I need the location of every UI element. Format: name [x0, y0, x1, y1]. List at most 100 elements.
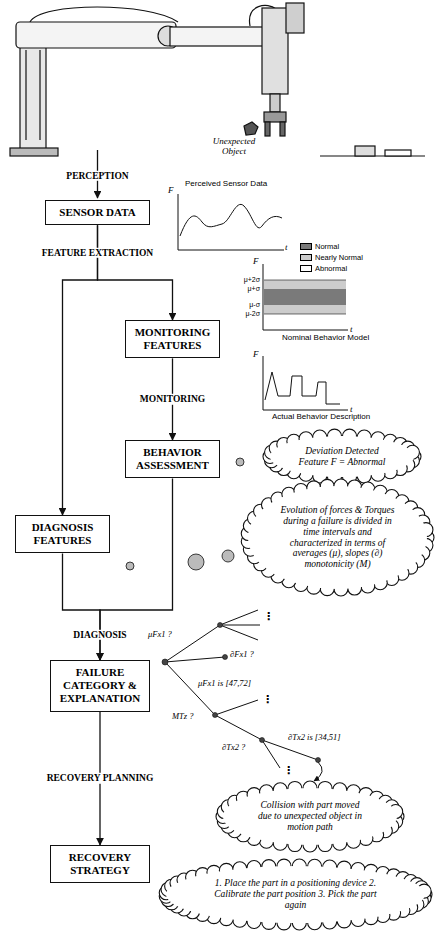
tree-arrow [314, 762, 322, 781]
cloud-fill [223, 788, 397, 845]
decision-tree [165, 610, 322, 781]
edge-label: RECOVERY PLANNING [45, 773, 156, 783]
legend-text: Nearly Normal [315, 254, 363, 262]
plot-axes [263, 264, 348, 330]
edge-label: FEATURE EXTRACTION [40, 247, 155, 257]
flow-connector [98, 225, 173, 320]
legend-text: Normal [315, 243, 339, 251]
node-text: SENSOR DATA [50, 206, 145, 219]
edge-label: DIAGNOSIS [71, 630, 128, 640]
robot-column-rib [25, 50, 26, 140]
actual-plot [263, 356, 348, 410]
node-text: RECOVERY STRATEGY [55, 851, 145, 877]
annotation-label: Unexpected Object [205, 136, 263, 157]
annotation-label: t [285, 243, 288, 252]
cloud-fill [248, 486, 427, 589]
robot-gripper [264, 112, 286, 122]
tree-dot [223, 655, 228, 660]
gripper-finger [280, 122, 285, 136]
annotation-label: MTz ? [172, 712, 194, 721]
process-box: SENSOR DATA [45, 200, 150, 225]
plot-axes [178, 194, 284, 250]
legend-text: Abnormal [315, 265, 347, 273]
process-box: MONITORING FEATURES [125, 320, 220, 358]
robot-forearm [170, 27, 266, 46]
robot-cable [30, 7, 178, 22]
thought-cloud: Evolution of forces & Torques during a f… [240, 478, 435, 597]
tree-branch [220, 610, 260, 640]
legend: NormalNearly NormalAbnormal [300, 241, 363, 274]
robot-illustration [10, 3, 425, 156]
tree-dot [260, 738, 265, 743]
tree-dot [162, 659, 168, 665]
robot-motor [286, 3, 304, 33]
legend-swatch [300, 243, 312, 250]
perceived-plot [178, 194, 284, 250]
thought-cloud: 1. Place the part in a positioning devic… [158, 858, 433, 931]
legend-row: Normal [300, 241, 363, 252]
annotation-label: ∂Tx2 is [34,51] [288, 733, 341, 742]
process-box: RECOVERY STRATEGY [50, 845, 150, 883]
annotation-label: ⋮ [262, 694, 273, 705]
robot-foot [10, 148, 58, 156]
nominal-plot [263, 264, 348, 330]
tree-dot [316, 758, 321, 763]
annotation-label: μ+2σ [244, 276, 260, 283]
thought-bubble [188, 554, 204, 570]
tree-branch [262, 740, 318, 768]
node-text: Evolution of forces & Torques during a f… [279, 505, 397, 571]
annotation-label: μFx1 is [47,72] [198, 679, 251, 688]
nominal-bands [264, 280, 346, 314]
process-box: FAILURE CATEGORY & EXPLANATION [50, 660, 150, 712]
tree-branch [215, 700, 262, 740]
fixture [385, 150, 411, 156]
robot-arm [16, 22, 176, 48]
process-box: BEHAVIOR ASSESSMENT [125, 440, 220, 478]
flow-connector [63, 225, 98, 515]
thought-bubble [126, 562, 134, 570]
annotation-label: ∂Tx2 ? [222, 743, 245, 752]
band-edge [264, 314, 346, 315]
cloud-fill [166, 866, 425, 923]
thought-cloud: Collision with part moved due to unexpec… [215, 780, 405, 853]
robot-shaft [270, 94, 280, 112]
annotation-label: F [253, 257, 259, 266]
annotation-label: F [168, 186, 174, 195]
behavior-band [264, 280, 346, 314]
tree-dot [213, 713, 218, 718]
node-text: 1. Place the part in a positioning devic… [209, 878, 382, 911]
sensor-curve [180, 204, 282, 236]
legend-swatch [300, 265, 312, 272]
annotation-label: μ+σ [248, 285, 260, 292]
robot-column [20, 38, 46, 150]
annotation-label: μ-σ [249, 301, 260, 308]
annotation-label: PERCEPTION [64, 171, 130, 181]
thought-bubble [222, 550, 234, 562]
edge-label: MONITORING [138, 394, 207, 404]
process-box: DIAGNOSIS FEATURES [15, 515, 110, 553]
annotation-label: F [253, 350, 259, 359]
node-text: Deviation Detected Feature F = Abnormal [296, 446, 389, 468]
cloud-fill [270, 436, 414, 477]
tree-dot [218, 623, 223, 628]
annotation-label: ∂Fx1 ? [230, 650, 254, 659]
thought-bubble [236, 458, 244, 466]
tree-branch [165, 625, 225, 715]
legend-row: Abnormal [300, 263, 363, 274]
plot-axes [263, 356, 348, 410]
robot-column-rib [39, 50, 40, 140]
annotation-label: μ-2σ [245, 310, 260, 317]
node-text: BEHAVIOR ASSESSMENT [130, 446, 215, 472]
annotation-label: t [350, 325, 353, 334]
unexpected-object [244, 122, 258, 135]
flow-connector [63, 553, 101, 660]
legend-row: Nearly Normal [300, 252, 363, 263]
behavior-band [264, 289, 346, 305]
node-text: FAILURE CATEGORY & EXPLANATION [55, 666, 145, 706]
thought-cloud: Deviation Detected Feature F = Abnormal [262, 428, 422, 485]
band-edge [264, 280, 346, 281]
node-text: MONITORING FEATURES [130, 326, 215, 352]
annotation-label: μFx1 ? [148, 630, 172, 639]
annotation-label: Actual Behavior Description [272, 413, 370, 422]
